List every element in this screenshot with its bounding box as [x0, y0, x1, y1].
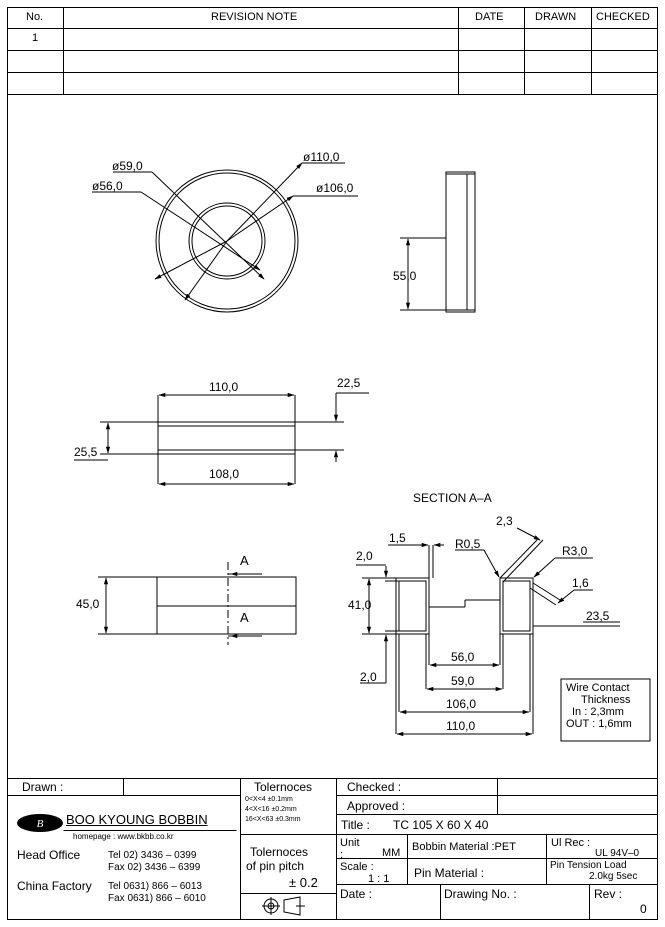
drawing-no-label: Drawing No. :	[444, 887, 517, 901]
title-label: Title :	[341, 818, 370, 832]
side-view	[400, 171, 476, 313]
dim-wall-top: 1,5	[389, 531, 406, 545]
dim-outer-diameter: ø110,0	[303, 150, 340, 164]
revision-row-no: 1	[32, 32, 39, 44]
ul-rec-value: UL 94V–0	[595, 848, 640, 859]
front-view	[74, 392, 369, 487]
wire-contact-line3: In : 2,3mm	[572, 706, 624, 718]
head-office-tel: Tel 02) 3436 – 0399	[108, 850, 197, 861]
dim-right-depth: 23,5	[586, 609, 610, 623]
company-name: BOO KYOUNG BOBBIN	[66, 812, 208, 827]
unit-value: MM	[382, 847, 401, 859]
title-value: TC 105 X 60 X 40	[393, 818, 489, 832]
unit-colon: :	[340, 849, 344, 861]
tolerance-row3: 16<X<63 ±0.3mm	[245, 816, 301, 823]
china-factory-fax: Fax 0631) 866 – 6010	[108, 893, 206, 904]
dim-chamfer: 2,3	[496, 514, 513, 528]
elevation-view	[98, 562, 297, 645]
dim-106: 106,0	[446, 697, 477, 711]
date-label: Date :	[340, 887, 373, 901]
dim-flange: 1,6	[572, 576, 589, 590]
wire-contact-box	[560, 678, 651, 742]
dim-110: 110,0	[446, 719, 476, 733]
head-office-label: Head Office	[17, 848, 81, 862]
pin-tension-value: 2.0kg 5sec	[589, 871, 638, 882]
dim-outer-inner-diameter: ø106,0	[316, 181, 354, 195]
projection-symbol	[262, 896, 305, 916]
dim-front-right-height: 22,5	[337, 376, 361, 390]
drawn-label: Drawn :	[22, 780, 64, 794]
revision-no-header: No.	[26, 11, 44, 23]
pin-pitch-label-1: Tolernoces	[250, 845, 309, 859]
revision-note-header: REVISION NOTE	[211, 11, 298, 23]
checked-header: CHECKED	[596, 11, 650, 23]
ul-rec-label: Ul Rec :	[551, 837, 591, 849]
china-factory-tel: Tel 0631) 866 – 6013	[108, 881, 202, 892]
pin-tension-label: Pin Tension Load	[550, 860, 627, 871]
scale-label: Scale :	[340, 861, 374, 873]
rev-label: Rev :	[594, 887, 623, 901]
dim-front-top-width: 110,0	[209, 380, 239, 394]
section-mark-bottom: A	[240, 610, 249, 625]
bobbin-material: Bobbin Material :PET	[412, 841, 516, 853]
wire-contact-line1: Wire Contact	[566, 682, 630, 694]
company-homepage: homepage : www.bkbb.co.kr	[73, 832, 174, 841]
pin-material: Pin Material :	[414, 866, 485, 880]
dim-radius-inner: R0,5	[455, 537, 481, 551]
section-title: SECTION A–A	[413, 491, 492, 505]
dim-front-bottom-width: 108,0	[209, 467, 240, 481]
date-header: DATE	[475, 11, 504, 23]
dim-side-height: 55,0	[393, 269, 417, 283]
top-view-rings	[92, 162, 358, 313]
company-logo: B	[17, 814, 63, 832]
pin-pitch-label-2: of pin pitch	[246, 859, 305, 873]
checked-label: Checked :	[347, 780, 402, 794]
dim-left-bottom: 2,0	[360, 670, 377, 684]
dim-inner-outer-diameter: ø59,0	[112, 159, 143, 173]
tolerance-title: Tolernoces	[254, 780, 313, 794]
unit-label: Unit	[340, 837, 360, 849]
approved-label: Approved :	[347, 799, 406, 813]
dim-radius-outer: R3,0	[562, 544, 588, 558]
tolerance-row2: 4<X<16 ±0.2mm	[245, 806, 297, 813]
section-a-a	[356, 527, 620, 737]
dim-inner-diameter: ø56,0	[92, 179, 123, 193]
dim-elevation-height: 45,0	[76, 597, 100, 611]
wire-contact-line2: Thickness	[581, 694, 631, 706]
title-block-grid	[7, 778, 658, 920]
china-factory-label: China Factory	[17, 879, 92, 893]
drawing-frame	[7, 7, 658, 920]
dim-left-top: 2,0	[356, 549, 373, 563]
rev-value: 0	[640, 902, 647, 916]
dim-59: 59,0	[451, 674, 475, 688]
drawn-header: DRAWN	[535, 11, 577, 23]
tolerance-row1: 0<X<4 ±0.1mm	[245, 796, 293, 803]
scale-value: 1 : 1	[368, 873, 390, 885]
section-mark-top: A	[240, 553, 249, 568]
pin-pitch-value: ± 0.2	[289, 875, 318, 890]
wire-contact-line4: OUT : 1,6mm	[566, 718, 632, 730]
dim-56: 56,0	[451, 650, 475, 664]
dim-section-height: 41,0	[348, 598, 372, 612]
svg-text:B: B	[37, 818, 44, 830]
head-office-fax: Fax 02) 3436 – 6399	[108, 862, 201, 873]
revision-table-grid	[7, 7, 658, 95]
dim-front-left-height: 25,5	[74, 445, 98, 459]
